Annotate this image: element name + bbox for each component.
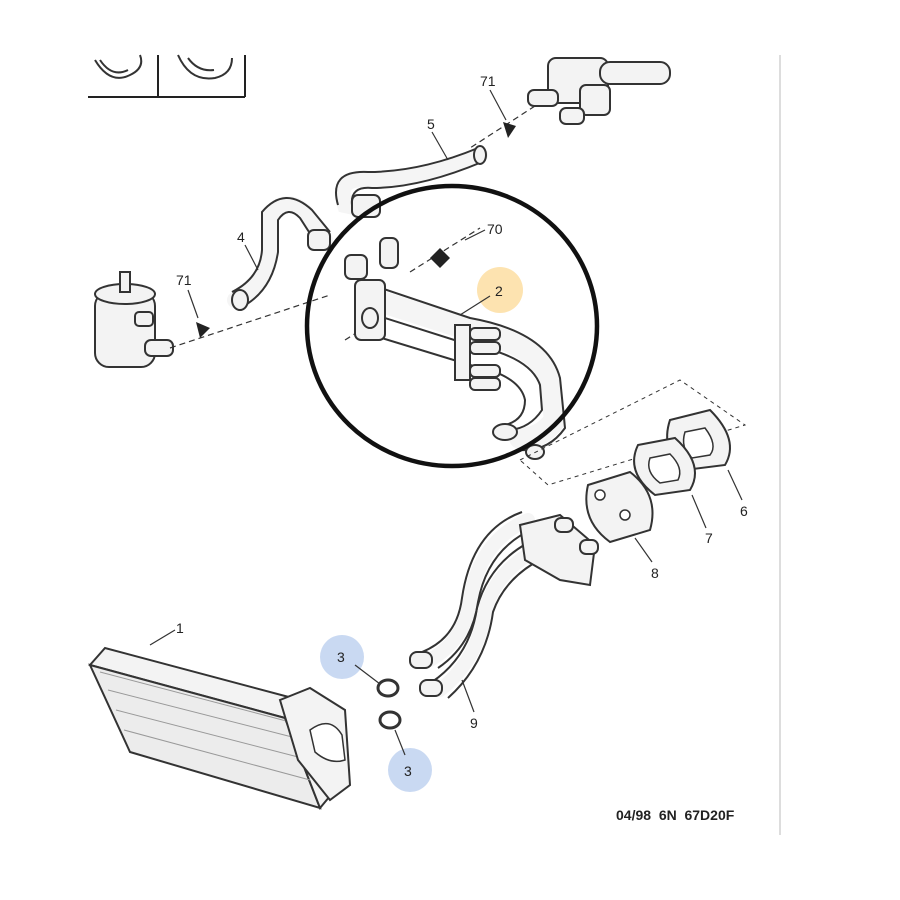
top-connector-fitting: [527, 57, 671, 125]
label-3-upper: 3: [337, 649, 345, 665]
leader-3-upper: [354, 664, 381, 685]
label-3-lower: 3: [404, 763, 412, 779]
guide-line-71-left: [169, 294, 331, 349]
highlight-badge-3-lower: [388, 748, 432, 792]
label-1: 1: [176, 620, 184, 636]
leader-6: [727, 469, 743, 501]
diamond-70: [430, 248, 450, 268]
label-8: 8: [651, 565, 659, 581]
leader-71-top: [489, 89, 507, 121]
leader-1: [149, 629, 176, 646]
leader-4: [244, 244, 259, 271]
label-4: 4: [237, 229, 245, 245]
gasket-7: [633, 436, 696, 497]
seal-bracket-group: [519, 379, 747, 544]
guide-line-70: [409, 227, 481, 273]
o-ring-3-upper: [376, 678, 400, 698]
leader-9: [461, 679, 475, 713]
diagram-reference-code: 04/98 6N 67D20F: [616, 807, 735, 823]
leader-3-lower: [394, 729, 406, 756]
highlight-badge-3-upper: [320, 635, 364, 679]
leader-71-left: [187, 289, 199, 319]
label-9: 9: [470, 715, 478, 731]
highlight-badge-2: [477, 267, 523, 313]
leader-5: [431, 131, 449, 161]
pipe-assembly-9: [409, 511, 599, 699]
label-71-top: 71: [480, 73, 496, 89]
label-6: 6: [740, 503, 748, 519]
leader-8: [634, 537, 653, 563]
clamp-8: [585, 470, 654, 544]
left-reservoir: [94, 271, 174, 368]
guide-line-71-top: [469, 105, 536, 149]
highlight-circle: [304, 183, 600, 469]
pipe-assembly-2: [307, 194, 567, 460]
hose-5: [334, 145, 488, 218]
label-5: 5: [427, 116, 435, 132]
label-2: 2: [495, 283, 503, 299]
leader-2: [459, 295, 491, 316]
label-71-left: 71: [176, 272, 192, 288]
o-ring-3-lower: [378, 710, 402, 730]
arrow-71-top: [503, 122, 516, 138]
hose-4: [227, 196, 333, 311]
inset-thumbnail-box: [88, 54, 246, 98]
heater-core-1: [88, 646, 352, 810]
arrow-71-left: [196, 322, 210, 338]
label-7: 7: [705, 530, 713, 546]
leader-7: [691, 494, 707, 529]
label-70: 70: [487, 221, 503, 237]
leader-70: [464, 229, 486, 241]
